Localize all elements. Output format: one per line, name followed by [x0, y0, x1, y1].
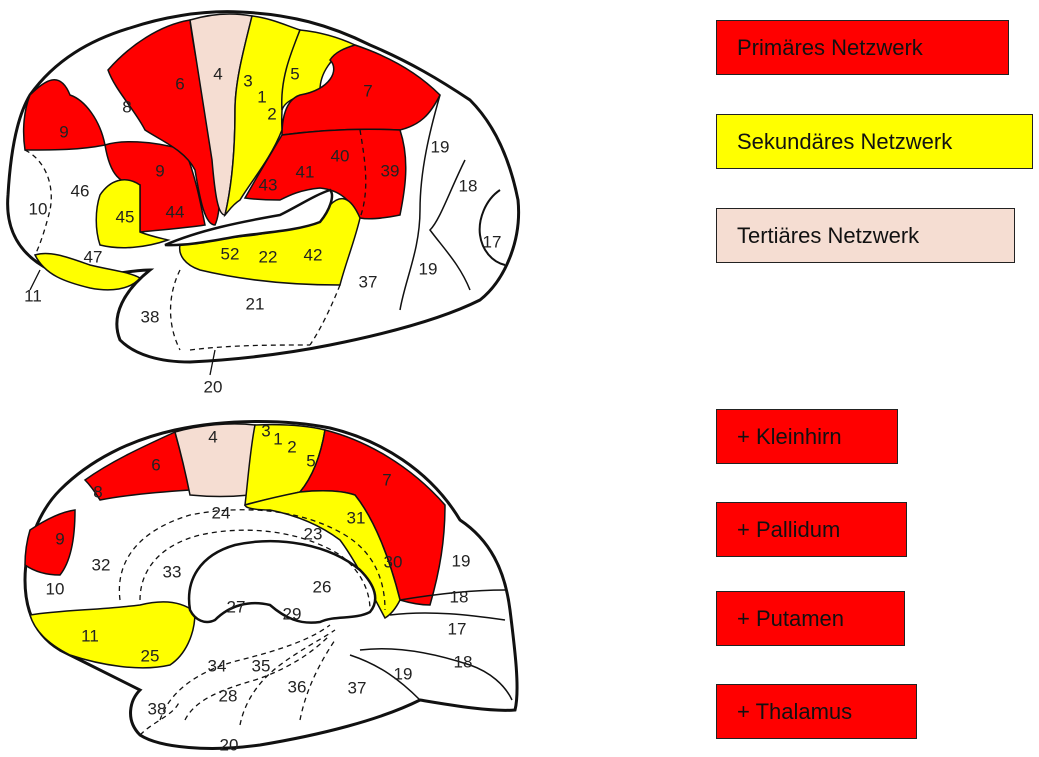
medial-area-23-label: 23 — [304, 524, 323, 543]
lateral-area-42-label: 42 — [304, 245, 323, 264]
medial-area-29-label: 29 — [283, 604, 302, 623]
lateral-area-20-label: 20 — [204, 377, 223, 396]
legend-tertiary-label: Tertiäres Netzwerk — [737, 223, 919, 249]
medial-area-7-label: 7 — [382, 470, 391, 489]
lateral-area-52-label: 52 — [221, 244, 240, 263]
addition-label: + Putamen — [737, 606, 844, 632]
medial-area-37-label: 37 — [348, 678, 367, 697]
medial-area-6-label: 6 — [151, 455, 160, 474]
medial-area-9-label: 9 — [55, 529, 64, 548]
legend-secondary-network: Sekundäres Netzwerk — [716, 114, 1033, 169]
lateral-area-46-label: 46 — [71, 181, 90, 200]
medial-area-11-label: 11 — [81, 626, 99, 645]
legend-tertiary-network: Tertiäres Netzwerk — [716, 208, 1015, 263]
medial-area-24-label: 24 — [212, 503, 231, 522]
lateral-area-9a-label: 9 — [59, 122, 68, 141]
medial-area-10-label: 10 — [46, 579, 65, 598]
lateral-area-21-label: 21 — [246, 294, 265, 313]
medial-area-2-label: 2 — [287, 437, 296, 456]
lateral-area-2-label: 2 — [267, 104, 276, 123]
legend-primary-network: Primäres Netzwerk — [716, 20, 1009, 75]
lateral-area-10-label: 10 — [29, 199, 48, 218]
medial-area-4-label: 4 — [208, 427, 217, 446]
medial-brain-view: 4 3 1 2 5 6 7 8 9 24 23 31 32 33 10 30 1… — [25, 421, 517, 754]
medial-area-1-label: 1 — [273, 429, 282, 448]
lateral-area-43-label: 43 — [259, 175, 278, 194]
medial-area-17-label: 17 — [448, 619, 467, 638]
lateral-area-9b-label: 9 — [155, 161, 164, 180]
addition-kleinhirn: + Kleinhirn — [716, 409, 898, 464]
addition-label: + Pallidum — [737, 517, 840, 543]
medial-area-25-label: 25 — [141, 646, 160, 665]
addition-pallidum: + Pallidum — [716, 502, 907, 557]
lateral-area-8-label: 8 — [122, 97, 131, 116]
lateral-area-7-label: 7 — [363, 81, 372, 100]
lateral-area-3-label: 3 — [243, 71, 252, 90]
medial-area-33-label: 33 — [163, 562, 182, 581]
medial-area-27-label: 27 — [227, 597, 246, 616]
lateral-area-22-label: 22 — [259, 247, 278, 266]
addition-label: + Thalamus — [737, 699, 852, 725]
lateral-area-40-label: 40 — [331, 146, 350, 165]
legend-secondary-label: Sekundäres Netzwerk — [737, 129, 952, 155]
medial-area-18a-label: 18 — [450, 587, 469, 606]
lateral-area-11-label: 11 — [24, 286, 42, 305]
lateral-area-45-label: 45 — [116, 207, 135, 226]
lateral-area-1-label: 1 — [257, 87, 266, 106]
medial-area-5-label: 5 — [306, 451, 315, 470]
medial-area-3-label: 3 — [261, 421, 270, 440]
lateral-area-39-label: 39 — [381, 161, 400, 180]
medial-area-38-label: 38 — [148, 699, 167, 718]
lateral-area-44-label: 44 — [166, 202, 185, 221]
medial-area-18b-label: 18 — [454, 652, 473, 671]
medial-area-8-label: 8 — [93, 482, 102, 501]
medial-area-31-label: 31 — [347, 508, 366, 527]
medial-area-19b-label: 19 — [394, 664, 413, 683]
lateral-area-5-label: 5 — [290, 64, 299, 83]
lateral-area-19a-label: 19 — [431, 137, 450, 156]
medial-area-32-label: 32 — [92, 555, 111, 574]
medial-area-30-label: 30 — [384, 552, 403, 571]
lateral-brain-view: 4 6 3 1 2 5 7 8 9 9 46 10 45 44 43 40 41… — [8, 12, 519, 397]
lateral-area-4-label: 4 — [213, 64, 222, 83]
lateral-area-18-label: 18 — [459, 176, 478, 195]
lateral-area-17-label: 17 — [483, 232, 502, 251]
legend-primary-label: Primäres Netzwerk — [737, 35, 923, 61]
medial-area-35-label: 35 — [252, 656, 271, 675]
lateral-area-47-label: 47 — [84, 247, 103, 266]
medial-area-19a-label: 19 — [452, 551, 471, 570]
medial-area-28-label: 28 — [219, 686, 238, 705]
lateral-area-6-label: 6 — [175, 74, 184, 93]
lateral-area-19b-label: 19 — [419, 259, 438, 278]
addition-putamen: + Putamen — [716, 591, 905, 646]
lateral-area-37-label: 37 — [359, 272, 378, 291]
medial-area-20-label: 20 — [220, 735, 239, 754]
addition-thalamus: + Thalamus — [716, 684, 917, 739]
brain-diagrams: 4 6 3 1 2 5 7 8 9 9 46 10 45 44 43 40 41… — [0, 0, 700, 757]
lateral-area-41-label: 41 — [296, 162, 315, 181]
medial-area-36-label: 36 — [288, 677, 307, 696]
addition-label: + Kleinhirn — [737, 424, 842, 450]
medial-area-34-label: 34 — [208, 656, 227, 675]
lateral-area-38-label: 38 — [141, 307, 160, 326]
medial-area-26-label: 26 — [313, 577, 332, 596]
